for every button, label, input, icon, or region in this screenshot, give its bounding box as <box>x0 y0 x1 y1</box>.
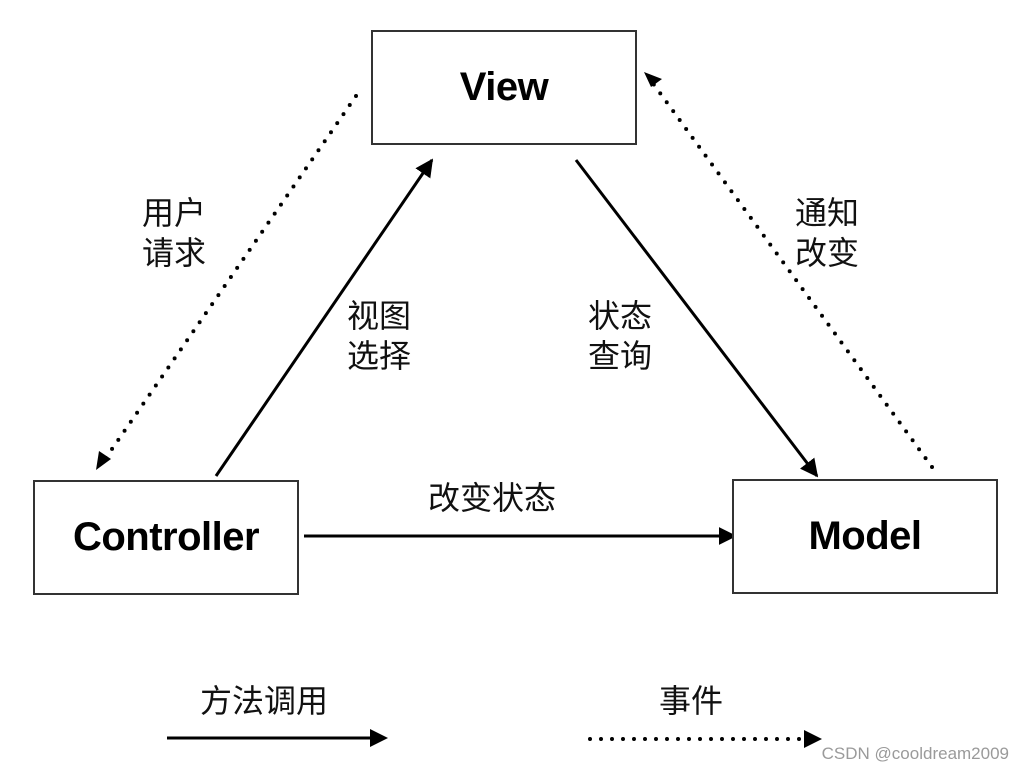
user-request-label: 用户 请求 <box>142 193 222 273</box>
change-state-label: 改变状态 <box>428 479 557 517</box>
notify-change-line-2: 改变 <box>795 234 860 272</box>
view-label: View <box>459 65 549 109</box>
legend-solid-arrowhead <box>370 729 388 747</box>
legend-method-call-label: 方法调用 <box>200 682 329 720</box>
view-select-line-2: 选择 <box>347 337 412 375</box>
model-box: Model <box>732 479 998 594</box>
arrow-view-to-controller-event <box>101 94 358 464</box>
controller-label: Controller <box>72 515 260 559</box>
arrow-controller-to-view <box>214 158 434 477</box>
state-query-line-2: 查询 <box>588 337 653 375</box>
state-query-line-1: 状态 <box>588 297 653 335</box>
legend-event-label: 事件 <box>659 682 724 720</box>
legend-dotted-arrowhead <box>804 730 822 748</box>
view-select-line-1: 视图 <box>347 297 412 335</box>
view-select-label: 视图 选择 <box>347 296 427 376</box>
notify-change-label: 通知 改变 <box>795 193 875 273</box>
controller-box: Controller <box>33 480 299 595</box>
arrow-model-to-view-event <box>650 80 934 469</box>
arrowhead-view-event <box>644 72 662 87</box>
state-query-label: 状态 查询 <box>588 296 668 376</box>
model-label: Model <box>808 514 922 558</box>
watermark: CSDN @cooldream2009 <box>821 744 1009 763</box>
user-request-line-2: 请求 <box>142 234 207 272</box>
arrowhead-controller-event <box>96 451 111 470</box>
notify-change-line-1: 通知 <box>795 194 860 232</box>
user-request-line-1: 用户 <box>142 194 207 232</box>
view-box: View <box>371 30 637 145</box>
arrow-view-to-model <box>574 159 819 478</box>
